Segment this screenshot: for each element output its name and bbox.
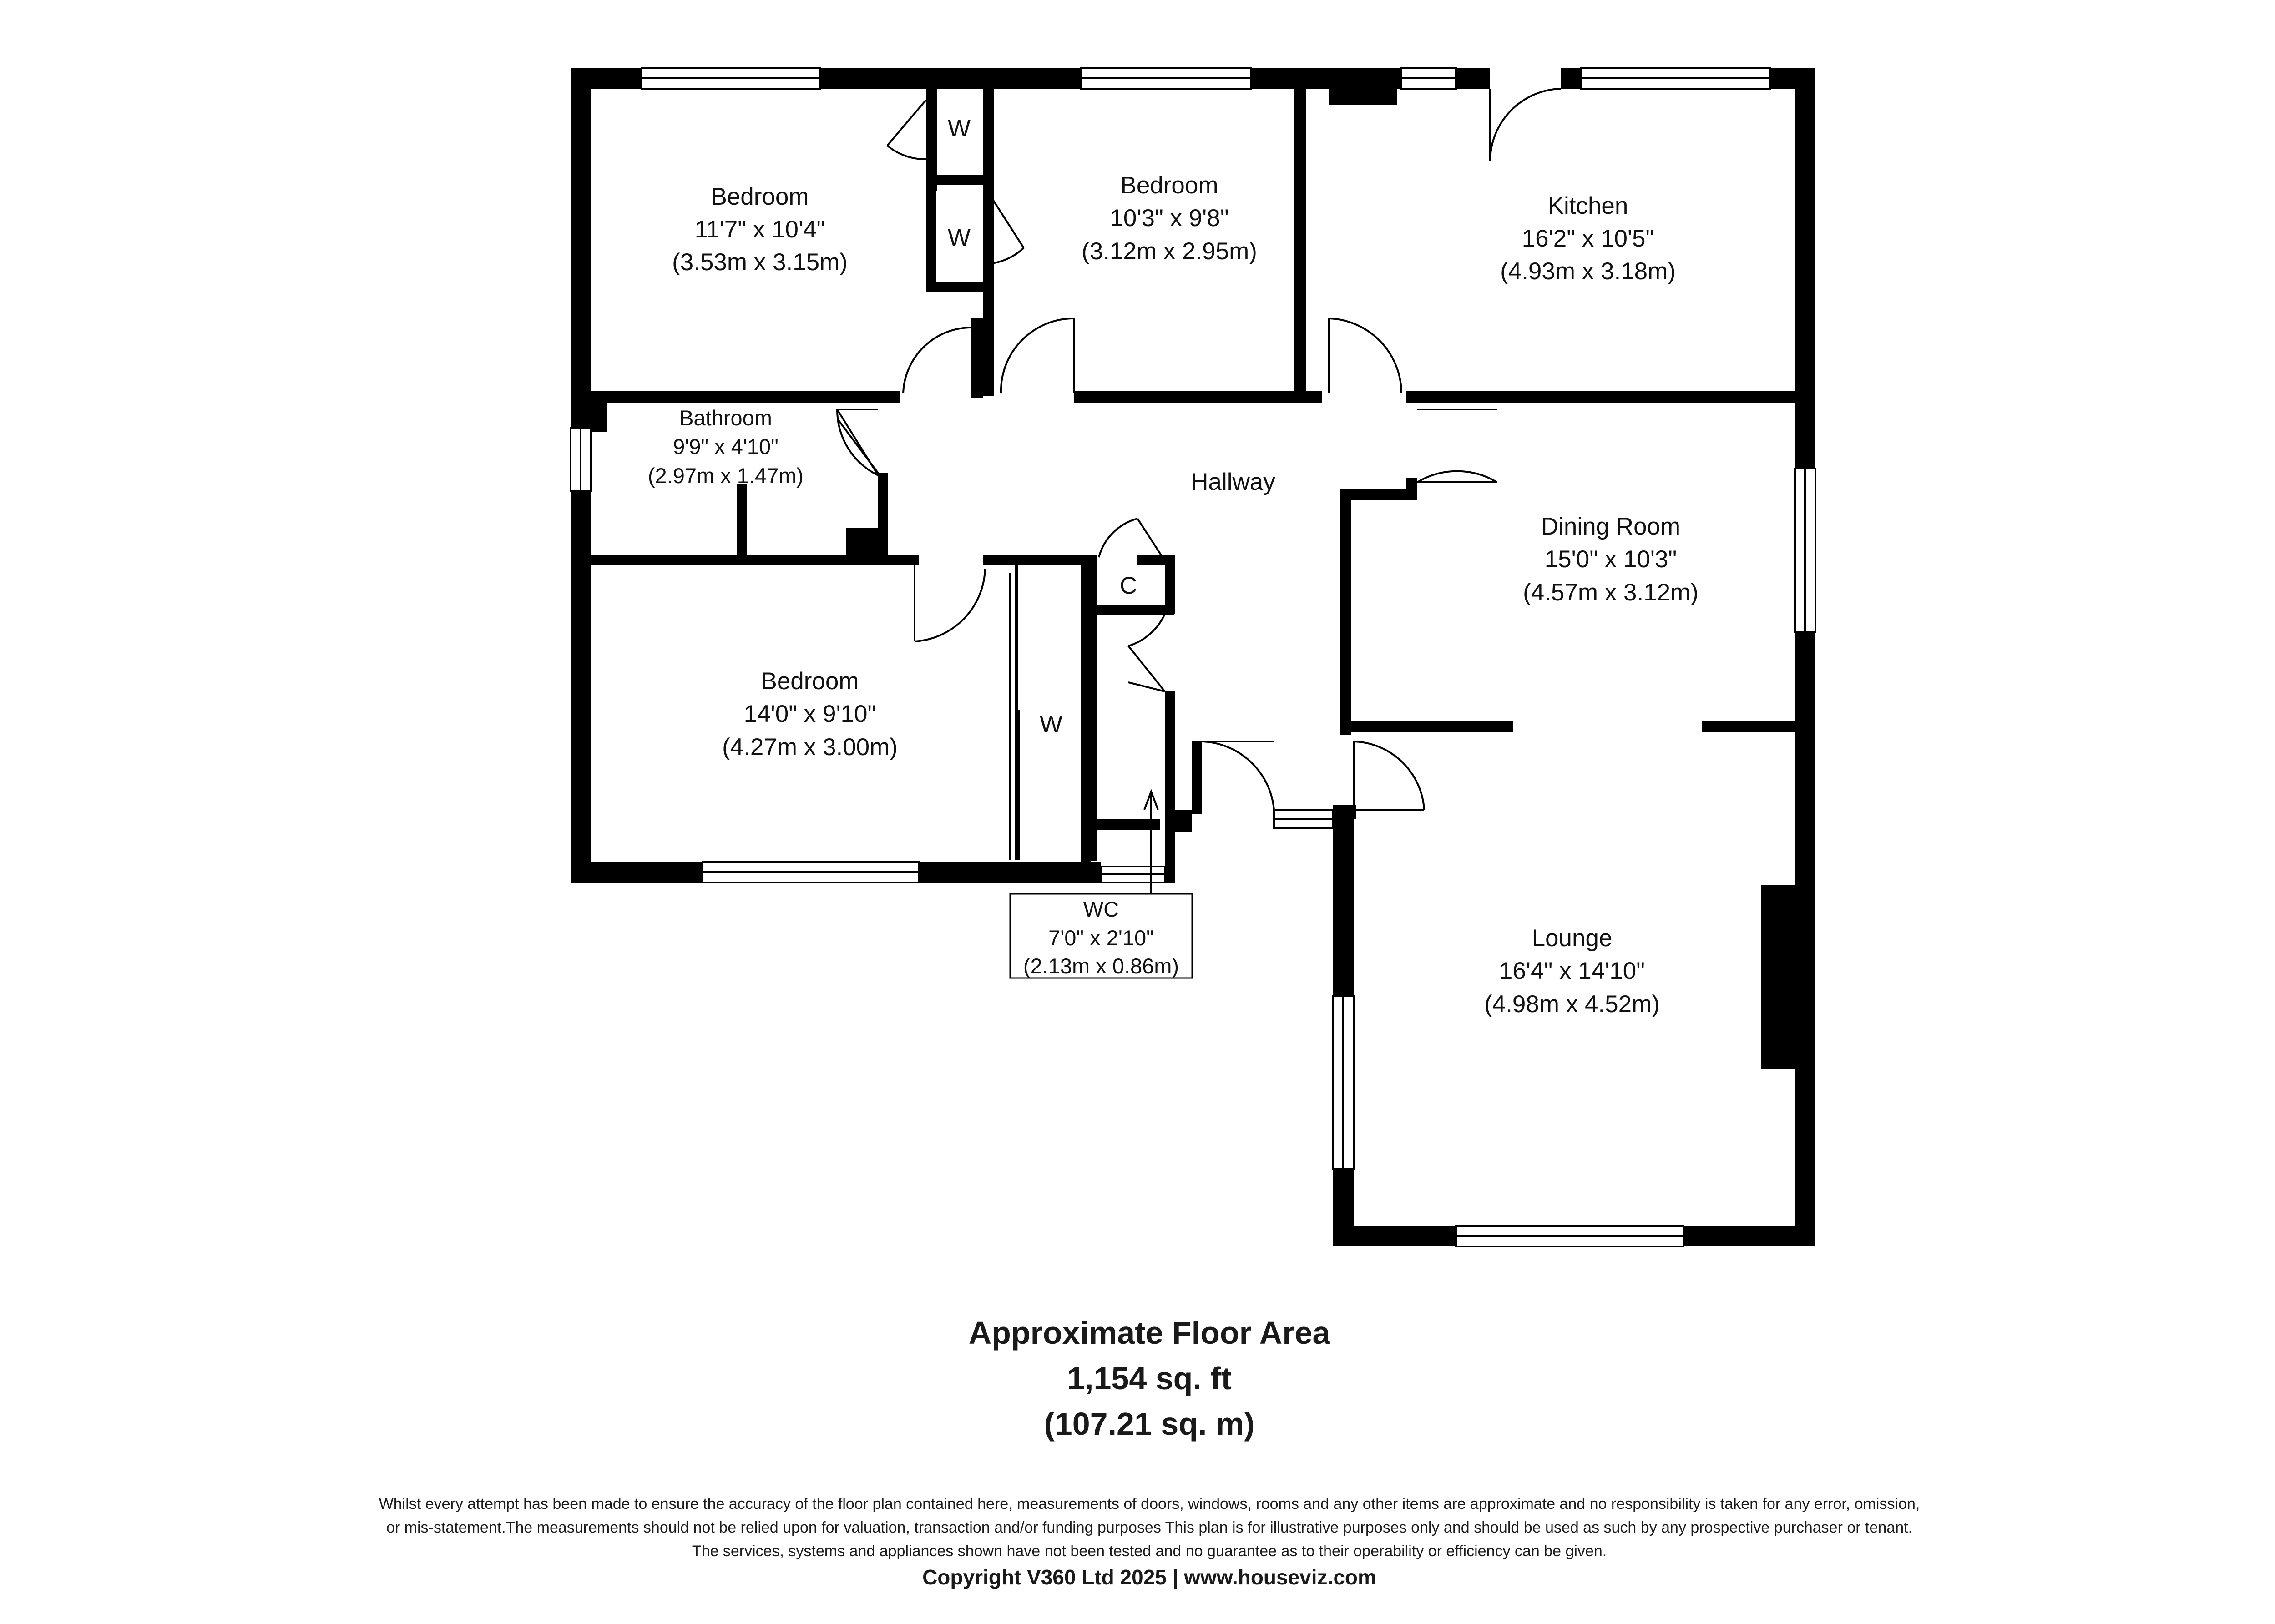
windows bbox=[570, 67, 1816, 1247]
disclaimer-line-3: The services, systems and appliances sho… bbox=[692, 1543, 1607, 1560]
hallway-name: Hallway bbox=[1191, 469, 1275, 495]
dining-metric: (4.57m x 3.12m) bbox=[1523, 579, 1699, 606]
bathroom-imperial: 9'9" x 4'10" bbox=[673, 434, 779, 459]
floor-area-sqm: (107.21 sq. m) bbox=[1044, 1406, 1255, 1442]
bathroom-name: Bathroom bbox=[679, 406, 772, 430]
bathroom-metric: (2.97m x 1.47m) bbox=[648, 464, 804, 488]
walls bbox=[571, 68, 1815, 1246]
floor-area-title: Approximate Floor Area bbox=[968, 1315, 1330, 1351]
bedroom2-imperial: 10'3" x 9'8" bbox=[1110, 205, 1228, 232]
bedroom2-name: Bedroom bbox=[1120, 172, 1218, 199]
lounge-name: Lounge bbox=[1532, 925, 1613, 952]
wc-name: WC bbox=[1083, 897, 1119, 921]
bedroom1-name: Bedroom bbox=[711, 183, 809, 210]
kitchen-name: Kitchen bbox=[1548, 192, 1628, 219]
wardrobe-label-1: W bbox=[948, 115, 971, 142]
bedroom1-metric: (3.53m x 3.15m) bbox=[672, 249, 848, 276]
bedroom2-metric: (3.12m x 2.95m) bbox=[1082, 238, 1257, 265]
dining-imperial: 15'0" x 10'3" bbox=[1545, 546, 1677, 573]
bedroom1-imperial: 11'7" x 10'4" bbox=[695, 216, 825, 243]
bedroom3-metric: (4.27m x 3.00m) bbox=[722, 734, 898, 761]
lounge-imperial: 16'4" x 14'10" bbox=[1499, 958, 1645, 984]
lounge-metric: (4.98m x 4.52m) bbox=[1484, 991, 1660, 1018]
wc-metric: (2.13m x 0.86m) bbox=[1023, 954, 1179, 978]
wardrobe-label-2: W bbox=[948, 224, 971, 251]
room-labels: Bedroom 11'7" x 10'4" (3.53m x 3.15m) W … bbox=[648, 115, 1699, 1018]
floor-area-sqft: 1,154 sq. ft bbox=[1067, 1361, 1232, 1396]
kitchen-imperial: 16'2" x 10'5" bbox=[1522, 225, 1654, 252]
kitchen-metric: (4.93m x 3.18m) bbox=[1500, 258, 1676, 285]
copyright: Copyright V360 Ltd 2025 | www.houseviz.c… bbox=[922, 1565, 1376, 1589]
bedroom3-name: Bedroom bbox=[761, 668, 859, 695]
bedroom3-imperial: 14'0" x 9'10" bbox=[744, 701, 876, 727]
wc-imperial: 7'0" x 2'10" bbox=[1048, 926, 1154, 950]
disclaimer-line-1: Whilst every attempt has been made to en… bbox=[379, 1495, 1920, 1513]
wardrobe-label-3: W bbox=[1040, 711, 1062, 738]
wc-label-box bbox=[1009, 893, 1193, 979]
doors bbox=[836, 88, 1561, 894]
cupboard-label: C bbox=[1120, 572, 1137, 599]
floor-plan: Bedroom 11'7" x 10'4" (3.53m x 3.15m) W … bbox=[570, 67, 1816, 1247]
dining-name: Dining Room bbox=[1541, 513, 1680, 540]
disclaimer-line-2: or mis-statement.The measurements should… bbox=[386, 1519, 1913, 1536]
